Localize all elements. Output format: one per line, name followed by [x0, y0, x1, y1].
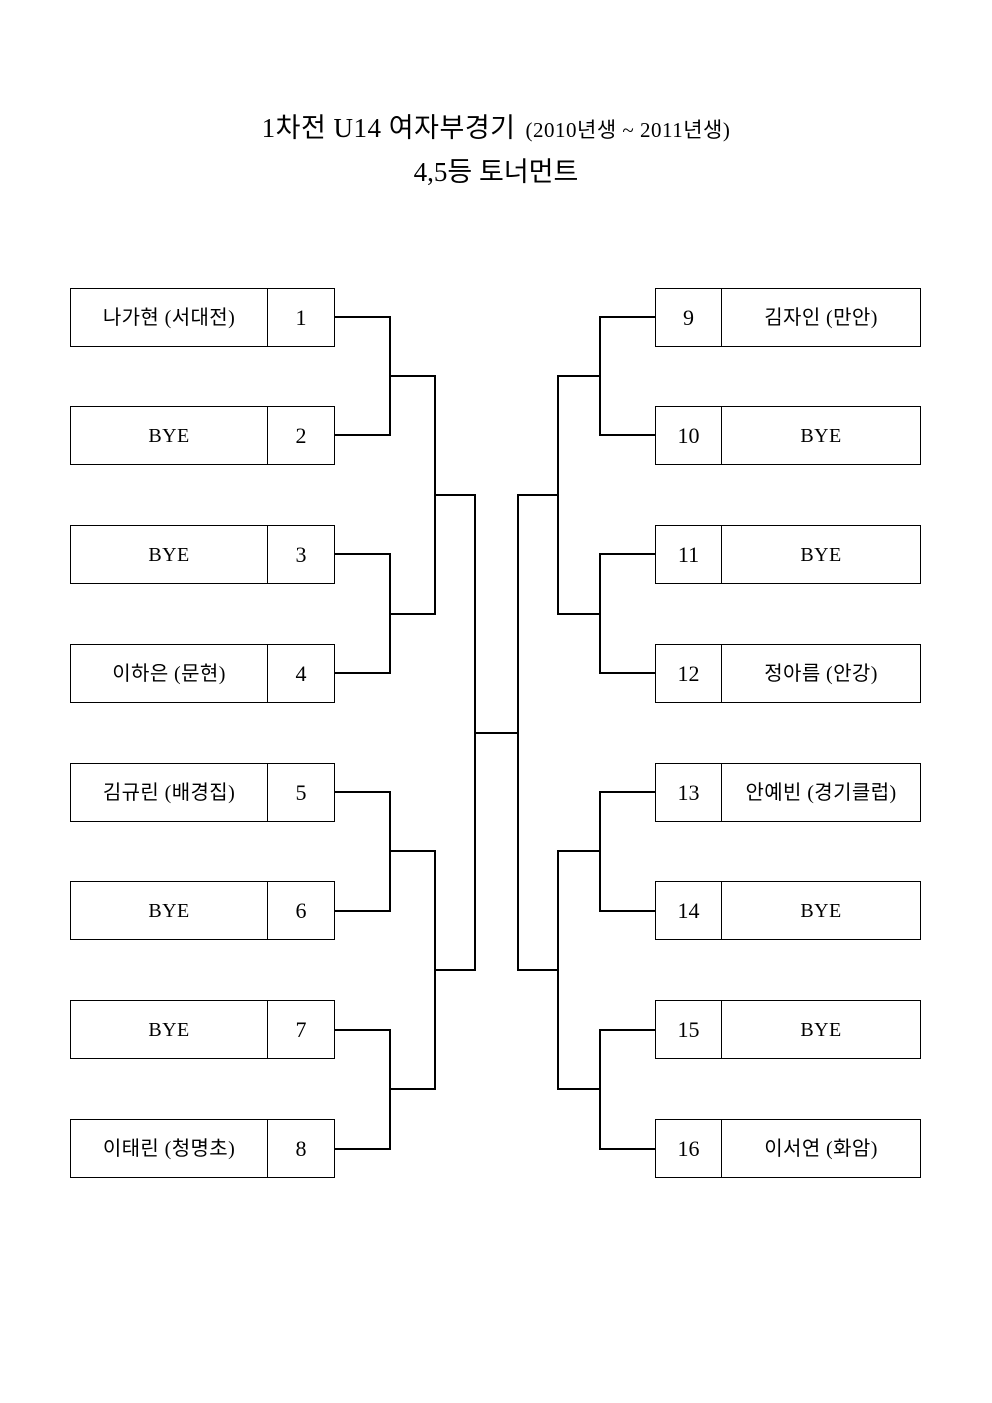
- entry-name: BYE: [800, 899, 842, 922]
- page-subtitle: 4,5등 토너먼트: [413, 156, 579, 187]
- title-birthyear-range: (2010년생 ~ 2011년생): [525, 118, 731, 142]
- right-r1-connector-11-12: [599, 553, 655, 674]
- entry-name: 정아름 (안강): [764, 662, 878, 685]
- entry-seed: 5: [295, 779, 307, 805]
- right-r3-connector-semifinal: [517, 494, 558, 971]
- entry-seed: 15: [656, 1001, 722, 1058]
- left-r1-connector-7-8: [335, 1029, 391, 1150]
- entry-seed: 2: [295, 422, 307, 448]
- bracket-entry-2[interactable]: BYE 2: [70, 406, 335, 465]
- bracket-entry-3[interactable]: BYE 3: [70, 525, 335, 584]
- entry-name: BYE: [71, 526, 268, 583]
- page-title: 1차전 U14 여자부경기 (2010년생 ~ 2011년생): [0, 112, 992, 146]
- entry-seed: 10: [656, 407, 722, 464]
- bracket-entry-12[interactable]: 12 정아름 (안강): [655, 644, 921, 703]
- bracket-entry-11[interactable]: 11 BYE: [655, 525, 921, 584]
- entry-name: 이태린 (청명초): [71, 1120, 268, 1177]
- bracket-entry-1[interactable]: 나가현 (서대전) 1: [70, 288, 335, 347]
- entry-seed: 6: [295, 897, 307, 923]
- entry-seed: 7: [295, 1016, 307, 1042]
- left-r1-connector-1-2: [335, 316, 391, 436]
- title-main-text: 1차전 U14 여자부경기: [261, 113, 516, 143]
- right-r1-connector-9-10: [599, 316, 655, 436]
- right-r2-connector-lower: [557, 850, 600, 1090]
- entry-name: BYE: [800, 1018, 842, 1041]
- entry-name: 김규린 (배경집): [71, 764, 268, 821]
- bracket-entry-15[interactable]: 15 BYE: [655, 1000, 921, 1059]
- bracket-entry-6[interactable]: BYE 6: [70, 881, 335, 940]
- entry-seed: 4: [295, 660, 307, 686]
- entry-name: 김자인 (만안): [764, 306, 878, 329]
- entry-seed: 8: [295, 1135, 307, 1161]
- entry-name: 이하은 (문현): [71, 645, 268, 702]
- entry-seed: 14: [656, 882, 722, 939]
- entry-name: 이서연 (화암): [764, 1137, 878, 1160]
- bracket-entry-14[interactable]: 14 BYE: [655, 881, 921, 940]
- right-r2-connector-upper: [557, 375, 600, 615]
- left-r2-connector-upper: [390, 375, 436, 615]
- bracket-entry-9[interactable]: 9 김자인 (만안): [655, 288, 921, 347]
- bracket-entry-16[interactable]: 16 이서연 (화암): [655, 1119, 921, 1178]
- bracket-entry-7[interactable]: BYE 7: [70, 1000, 335, 1059]
- left-r3-connector-semifinal: [435, 494, 476, 971]
- entry-name: 안예빈 (경기클럽): [745, 781, 897, 804]
- left-r1-connector-3-4: [335, 553, 391, 674]
- entry-name: BYE: [71, 1001, 268, 1058]
- bracket-entry-5[interactable]: 김규린 (배경집) 5: [70, 763, 335, 822]
- bracket-entry-4[interactable]: 이하은 (문현) 4: [70, 644, 335, 703]
- entry-seed: 16: [656, 1120, 722, 1177]
- right-r1-connector-15-16: [599, 1029, 655, 1150]
- right-r1-connector-13-14: [599, 791, 655, 912]
- entry-seed: 13: [656, 764, 722, 821]
- entry-seed: 9: [656, 289, 722, 346]
- title-block: 1차전 U14 여자부경기 (2010년생 ~ 2011년생) 4,5등 토너먼트: [0, 112, 992, 190]
- entry-name: BYE: [71, 882, 268, 939]
- left-r2-connector-lower: [390, 850, 436, 1090]
- bracket-entry-8[interactable]: 이태린 (청명초) 8: [70, 1119, 335, 1178]
- entry-name: BYE: [800, 543, 842, 566]
- left-r1-connector-5-6: [335, 791, 391, 912]
- entry-name: BYE: [71, 407, 268, 464]
- entry-name: BYE: [800, 424, 842, 447]
- bracket-entry-13[interactable]: 13 안예빈 (경기클럽): [655, 763, 921, 822]
- entry-seed: 12: [656, 645, 722, 702]
- entry-seed: 11: [656, 526, 722, 583]
- entry-seed: 3: [295, 541, 307, 567]
- bracket-entry-10[interactable]: 10 BYE: [655, 406, 921, 465]
- entry-seed: 1: [295, 304, 307, 330]
- entry-name: 나가현 (서대전): [71, 289, 268, 346]
